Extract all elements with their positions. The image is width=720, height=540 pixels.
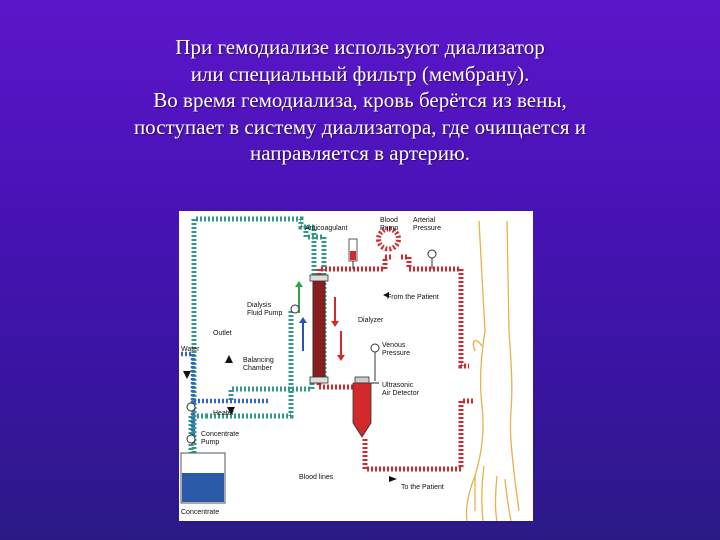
- text-line-3: Во время гемодиализа, кровь берётся из в…: [153, 88, 567, 112]
- label-to-patient: To the Patient: [401, 484, 444, 491]
- text-line-2: или специальный фильтр (мембрану).: [190, 61, 530, 86]
- slide-text: При гемодиализе используют диализатор ил…: [60, 34, 660, 167]
- text-line-4: поступает в систему диализатора, где очи…: [133, 114, 587, 139]
- label-balancing-1: Balancing: [243, 357, 274, 364]
- air-detector: [352, 376, 379, 438]
- label-blood-pump-2: Pump: [380, 225, 398, 232]
- label-venous-2: Pressure: [382, 350, 410, 357]
- label-arterial-2: Pressure: [413, 225, 441, 232]
- label-anticoagulant: Anticoagulant: [305, 225, 347, 232]
- patient-arm: [465, 220, 520, 521]
- label-dialysis-pump-1: Dialysis: [247, 302, 272, 309]
- water-lines: [181, 351, 269, 443]
- label-ultrasonic-2: Air Detector: [382, 390, 420, 397]
- text-line-1: При гемодиализе используют диализатор: [175, 35, 545, 59]
- label-blood-lines: Blood lines: [299, 474, 334, 481]
- dialyzer: [295, 274, 345, 384]
- label-outlet: Outlet: [213, 330, 232, 337]
- text-line-5: направляется в артерию.: [250, 141, 470, 165]
- label-from-patient: From the Patient: [387, 294, 439, 301]
- label-venous-1: Venous: [382, 342, 406, 349]
- label-arterial-1: Arterial: [413, 217, 436, 224]
- label-dialysis-pump-2: Fluid Pump: [247, 310, 283, 317]
- label-dialyzer: Dialyzer: [358, 317, 384, 324]
- label-concentrate-pump-1: Concentrate: [201, 431, 239, 438]
- hemodialysis-diagram: Anticoagulant Blood Pump Arterial Pressu…: [179, 211, 533, 521]
- label-concentrate-pump-2: Pump: [201, 439, 219, 446]
- pressure-gauges: [186, 249, 437, 444]
- label-heater: Heater: [213, 410, 235, 417]
- blood-lines: [316, 226, 475, 472]
- flow-arrows: [183, 292, 397, 482]
- anticoagulant-syringe: [348, 238, 358, 269]
- label-ultrasonic-1: Ultrasonic: [382, 382, 414, 389]
- concentrate-container: [180, 452, 226, 504]
- label-concentrate: Concentrate: [181, 509, 219, 516]
- diagram-svg: Anticoagulant Blood Pump Arterial Pressu…: [180, 216, 520, 521]
- label-water: Water: [181, 346, 200, 353]
- label-blood-pump-1: Blood: [380, 217, 398, 224]
- label-balancing-2: Chamber: [243, 365, 272, 372]
